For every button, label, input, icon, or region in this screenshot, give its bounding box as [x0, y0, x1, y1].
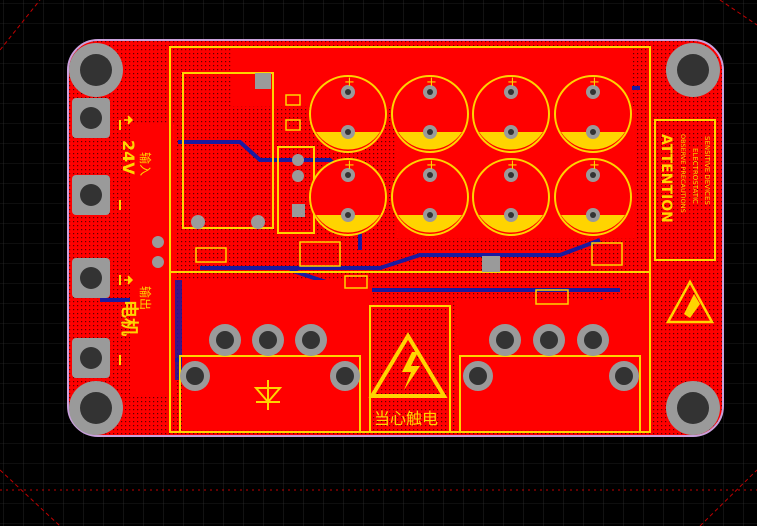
- small-smd-components: [152, 73, 623, 305]
- capacitor-polarity-mark: +: [589, 158, 600, 173]
- power-device-left[interactable]: [180, 324, 360, 391]
- capacitor-c5[interactable]: +: [309, 158, 387, 236]
- capacitor-c6[interactable]: +: [391, 158, 469, 236]
- capacitor-polarity-mark: +: [426, 158, 437, 173]
- mounting-hole-bottom-right[interactable]: [666, 381, 720, 435]
- capacitor-group: + + + + + + + +: [309, 75, 632, 236]
- output-label: 输出: [138, 286, 153, 310]
- attention-line-3: SENSITIVE DEVICES: [703, 136, 711, 205]
- capacitor-c3[interactable]: +: [472, 75, 550, 153]
- input-connector[interactable]: [72, 98, 110, 215]
- motor-label: 电机: [118, 300, 140, 336]
- diode-icon: [253, 380, 283, 410]
- connector-arrow-icons: [124, 115, 134, 285]
- motor-output-connector[interactable]: [72, 258, 110, 378]
- attention-title: ATTENTION: [658, 134, 674, 223]
- capacitor-polarity-mark: +: [426, 75, 437, 90]
- high-voltage-warning-icon: [368, 332, 448, 398]
- capacitor-polarity-mark: +: [507, 158, 518, 173]
- capacitor-c4[interactable]: +: [554, 75, 632, 153]
- input-voltage-label: 24V: [119, 140, 138, 175]
- mounting-hole-top-right[interactable]: [666, 43, 720, 97]
- capacitor-polarity-mark: +: [507, 75, 518, 90]
- attention-line-1: OBSERVE PRECAUTIONS: [679, 134, 687, 213]
- input-label: 输入: [138, 152, 153, 176]
- silkscreen-outlines: [119, 46, 716, 433]
- capacitor-polarity-mark: +: [344, 75, 355, 90]
- capacitor-c8[interactable]: +: [554, 158, 632, 236]
- attention-line-2: ELECTROSTATIC: [691, 148, 699, 204]
- capacitor-c1[interactable]: +: [309, 75, 387, 153]
- mounting-hole-bottom-left[interactable]: [69, 381, 123, 435]
- capacitor-polarity-mark: +: [589, 75, 600, 90]
- esd-warning-icon: [665, 279, 715, 324]
- capacitor-c2[interactable]: +: [391, 75, 469, 153]
- warning-text: 当心触电: [374, 409, 438, 428]
- capacitor-c7[interactable]: +: [472, 158, 550, 236]
- capacitor-polarity-mark: +: [344, 158, 355, 173]
- power-device-right[interactable]: [463, 324, 639, 391]
- mounting-hole-top-left[interactable]: [69, 43, 123, 97]
